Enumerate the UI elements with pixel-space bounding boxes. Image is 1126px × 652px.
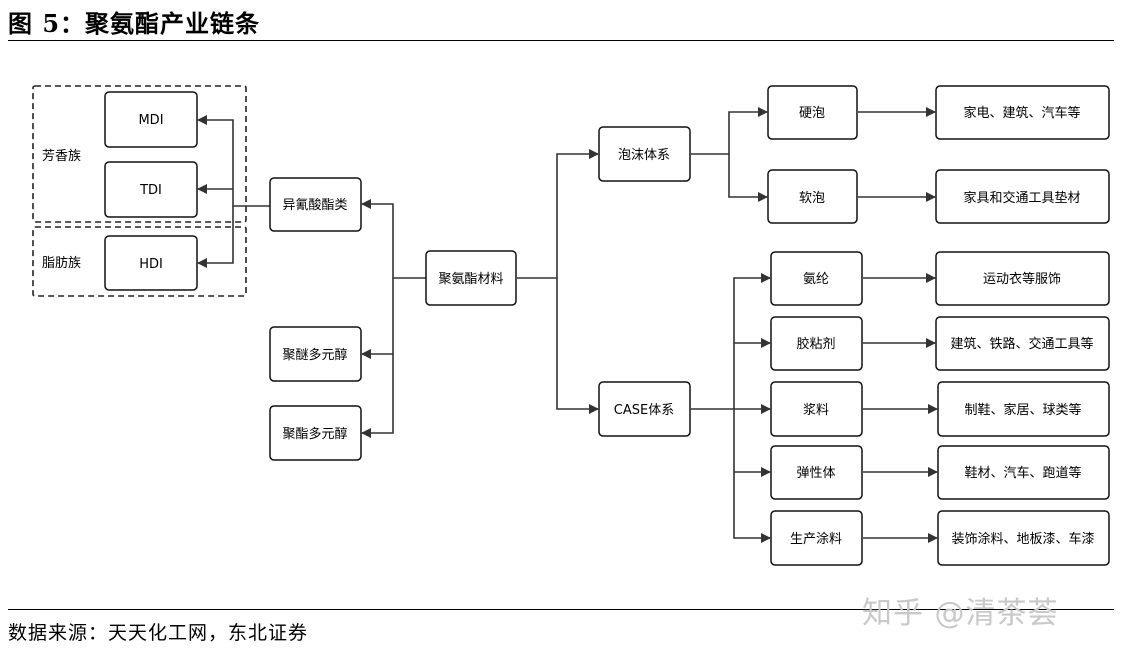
edge-pu-case	[556, 278, 599, 414]
node-app-spandex: 运动衣等服饰	[935, 251, 1110, 306]
edge-isocyanate-hdi	[197, 206, 234, 268]
node-elastomer: 弹性体	[770, 445, 863, 500]
source-rule	[8, 609, 1114, 610]
node-coating: 生产涂料	[770, 510, 863, 566]
node-label-spandex: 氨纶	[803, 272, 829, 287]
node-label-app-coating: 装饰涂料、地板漆、车漆	[951, 531, 1094, 547]
node-rigid: 硬泡	[767, 85, 858, 140]
node-app-adhesive: 建筑、铁路、交通工具等	[935, 316, 1110, 371]
watermark: 知乎 @清茶荟	[862, 596, 1059, 631]
group-label-aromatic: 芳香族	[42, 148, 81, 164]
node-case: CASE体系	[598, 381, 691, 437]
edge-isocyanate-mdi	[197, 115, 270, 207]
edges-applications	[517, 107, 938, 543]
node-label-elastomer: 弹性体	[796, 466, 835, 481]
source-note: 数据来源：天天化工网，东北证券	[8, 622, 309, 644]
node-app-elastomer: 鞋材、汽车、跑道等	[937, 445, 1110, 500]
edge-case-coating	[733, 409, 771, 543]
node-label-rigid: 硬泡	[799, 106, 825, 121]
edge-foam-rigid	[691, 107, 768, 155]
node-tdi: TDI	[104, 161, 198, 218]
node-app-flexible: 家具和交通工具垫材	[935, 169, 1110, 224]
edge-pu-polyester	[361, 354, 394, 438]
edges-raw-materials	[197, 115, 426, 438]
edge-pu-foam	[517, 149, 599, 279]
node-label-polyester: 聚酯多元醇	[282, 426, 347, 442]
node-foam: 泡沫体系	[598, 126, 691, 182]
node-adhesive: 胶粘剂	[770, 316, 863, 371]
node-label-app-elastomer: 鞋材、汽车、跑道等	[964, 465, 1081, 481]
node-mdi: MDI	[104, 91, 198, 148]
node-label-case: CASE体系	[614, 403, 674, 418]
node-app-coating: 装饰涂料、地板漆、车漆	[937, 510, 1110, 566]
node-label-coating: 生产涂料	[790, 531, 842, 547]
node-app-slurry: 制鞋、家居、球类等	[937, 381, 1110, 437]
edge-pu-isocyanate	[361, 199, 426, 279]
node-isocyanate: 异氰酸酯类	[269, 177, 362, 232]
node-label-app-rigid: 家电、建筑、汽车等	[963, 105, 1080, 121]
node-app-rigid: 家电、建筑、汽车等	[935, 85, 1110, 140]
node-label-foam: 泡沫体系	[618, 148, 670, 163]
node-hdi: HDI	[104, 235, 198, 291]
node-slurry: 浆料	[770, 381, 863, 437]
node-label-adhesive: 胶粘剂	[796, 336, 835, 352]
group-aromatic	[32, 85, 247, 223]
node-label-isocyanate: 异氰酸酯类	[282, 197, 347, 213]
node-label-hdi: HDI	[139, 257, 163, 272]
node-label-pu: 聚氨酯材料	[438, 272, 503, 287]
node-polyester: 聚酯多元醇	[269, 405, 362, 461]
node-polyether: 聚醚多元醇	[269, 326, 362, 382]
node-label-slurry: 浆料	[803, 403, 829, 418]
node-label-mdi: MDI	[138, 113, 163, 128]
node-label-tdi: TDI	[139, 183, 162, 198]
title-rule	[8, 40, 1114, 41]
node-label-polyether: 聚醚多元醇	[282, 347, 347, 363]
node-label-app-slurry: 制鞋、家居、球类等	[964, 402, 1081, 418]
node-label-app-spandex: 运动衣等服饰	[983, 271, 1061, 287]
node-label-app-flexible: 家具和交通工具垫材	[963, 190, 1080, 206]
group-aliphatic	[32, 226, 247, 297]
node-label-app-adhesive: 建筑、铁路、交通工具等	[950, 336, 1093, 352]
node-flexible: 软泡	[767, 169, 858, 224]
node-label-flexible: 软泡	[799, 191, 825, 206]
group-label-aliphatic: 脂肪族	[42, 255, 81, 271]
node-pu: 聚氨酯材料	[425, 250, 517, 306]
figure-title: 图 5：聚氨酯产业链条	[8, 9, 261, 38]
node-spandex: 氨纶	[770, 251, 863, 306]
edge-pu-polyether	[361, 278, 394, 359]
edge-foam-flexible	[728, 154, 768, 202]
